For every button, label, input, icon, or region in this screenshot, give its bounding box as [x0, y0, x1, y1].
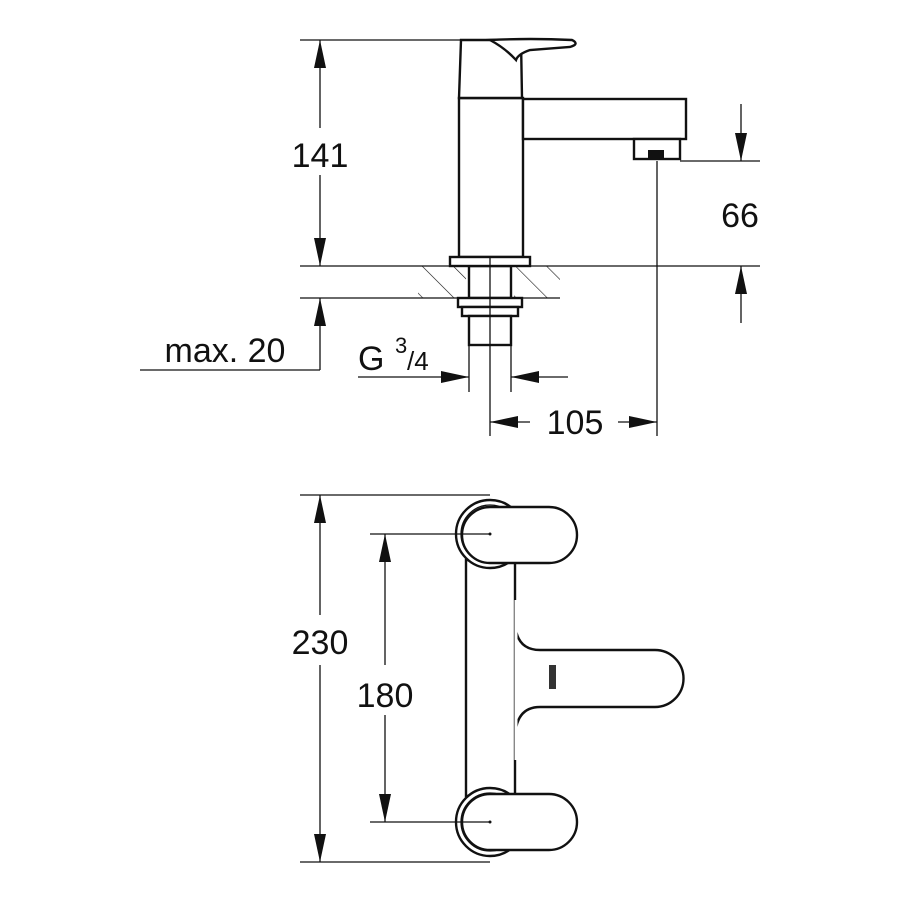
aerator-outlet [648, 150, 664, 158]
aerator [632, 137, 682, 161]
lever-handle [485, 37, 577, 63]
deck-thickness-label: max. 20 [165, 332, 286, 370]
side-view: 141 66 max. 20 G 3 /4 105 [140, 37, 760, 442]
spout-top [513, 619, 685, 741]
svg-text:G: G [358, 340, 384, 378]
svg-text:3: 3 [395, 333, 407, 358]
center-distance-label: 180 [357, 677, 414, 715]
spout-height-dimension-label: 66 [721, 197, 759, 235]
projection-dimension-label: 105 [547, 404, 604, 442]
body-bar [464, 558, 517, 798]
faucet-body [457, 96, 525, 259]
thread-size-label: G 3 /4 [358, 333, 429, 378]
spout [521, 97, 688, 141]
svg-text:/4: /4 [407, 346, 429, 376]
bottom-handle [460, 792, 579, 852]
overall-length-label: 230 [292, 624, 349, 662]
height-dimension-label: 141 [292, 137, 349, 175]
top-view: 230 180 [292, 494, 685, 863]
top-handle [460, 505, 579, 565]
brand-logo [549, 665, 556, 689]
